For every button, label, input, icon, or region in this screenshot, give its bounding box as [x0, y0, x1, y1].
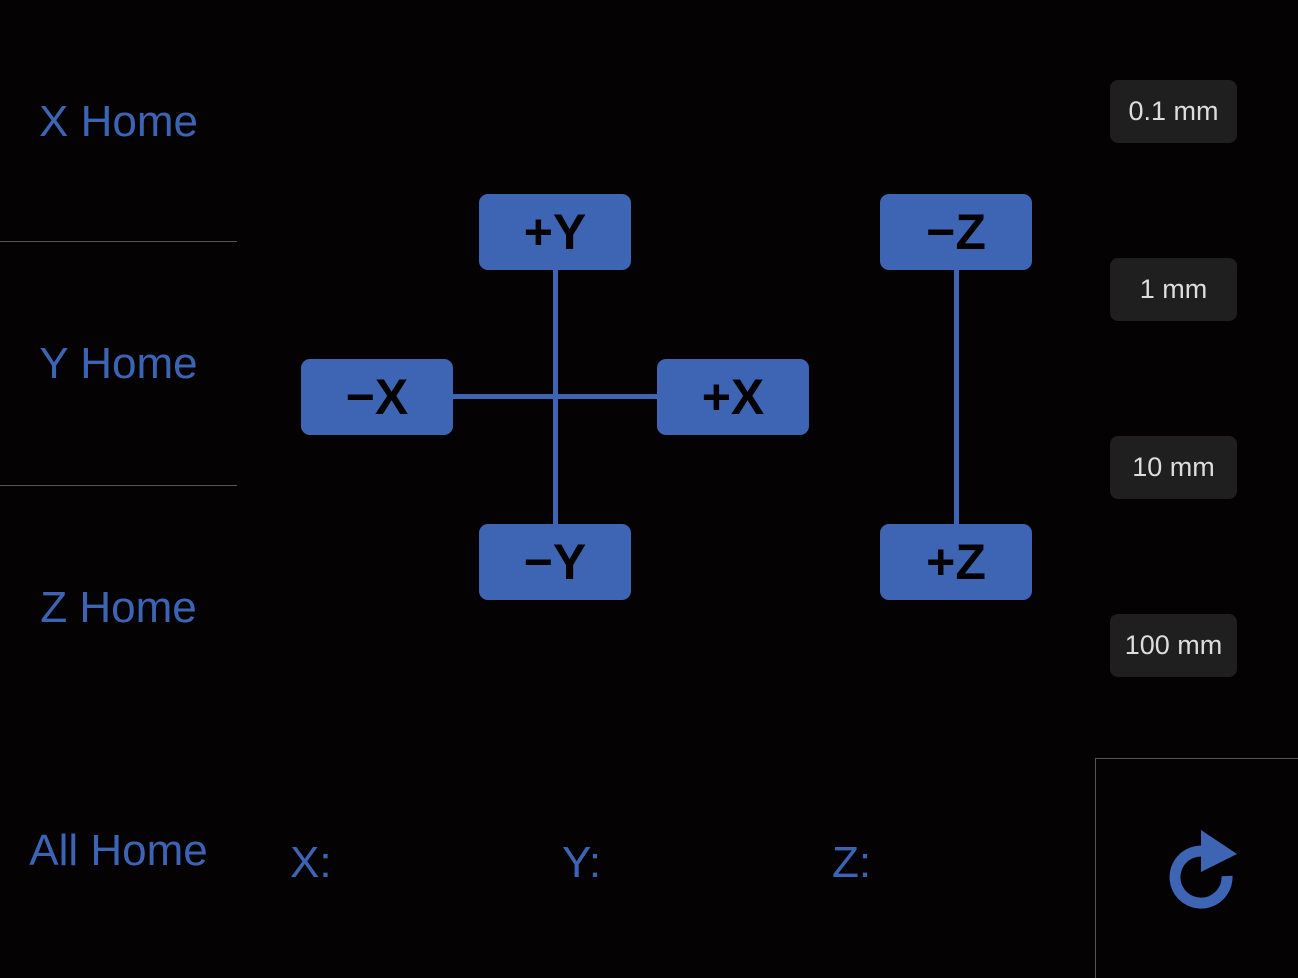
- step-label: 0.1 mm: [1128, 96, 1219, 126]
- refresh-icon: [1169, 829, 1237, 909]
- z-position-label: Z:: [832, 838, 872, 887]
- step-label: 1 mm: [1139, 274, 1208, 304]
- jog-minus-x-label: −X: [345, 369, 409, 425]
- step-label: 10 mm: [1132, 452, 1215, 482]
- jog-plus-y-button[interactable]: +Y: [479, 194, 631, 270]
- y-position-readout: Y:: [562, 838, 607, 888]
- all-home-label: All Home: [29, 825, 208, 875]
- step-label: 100 mm: [1124, 630, 1223, 660]
- jog-minus-z-label: −Z: [926, 204, 986, 260]
- jog-plus-z-label: +Z: [926, 534, 986, 590]
- jog-minus-z-button[interactable]: −Z: [880, 194, 1032, 270]
- step-100mm-button[interactable]: 100 mm: [1110, 614, 1237, 677]
- jog-plus-x-label: +X: [701, 369, 765, 425]
- z-axis-line: [954, 232, 959, 562]
- step-1mm-button[interactable]: 1 mm: [1110, 258, 1237, 321]
- jog-plus-x-button[interactable]: +X: [657, 359, 809, 435]
- y-home-button[interactable]: Y Home: [0, 242, 237, 485]
- z-home-label: Z Home: [40, 582, 197, 632]
- z-position-readout: Z:: [832, 838, 877, 888]
- z-home-button[interactable]: Z Home: [0, 486, 237, 729]
- y-home-label: Y Home: [39, 338, 198, 388]
- x-home-label: X Home: [39, 96, 198, 146]
- x-home-button[interactable]: X Home: [0, 0, 237, 243]
- all-home-button[interactable]: All Home: [0, 729, 237, 972]
- divider: [0, 241, 237, 242]
- jog-minus-x-button[interactable]: −X: [301, 359, 453, 435]
- step-0-1mm-button[interactable]: 0.1 mm: [1110, 80, 1237, 143]
- divider: [0, 485, 237, 486]
- jog-plus-z-button[interactable]: +Z: [880, 524, 1032, 600]
- jog-minus-y-label: −Y: [523, 534, 587, 590]
- step-10mm-button[interactable]: 10 mm: [1110, 436, 1237, 499]
- x-position-label: X:: [290, 838, 332, 887]
- refresh-button[interactable]: [1095, 758, 1298, 978]
- x-axis-line: [377, 394, 733, 399]
- x-position-readout: X:: [290, 838, 338, 888]
- jog-minus-y-button[interactable]: −Y: [479, 524, 631, 600]
- jog-plus-y-label: +Y: [523, 204, 587, 260]
- y-position-label: Y:: [562, 838, 602, 887]
